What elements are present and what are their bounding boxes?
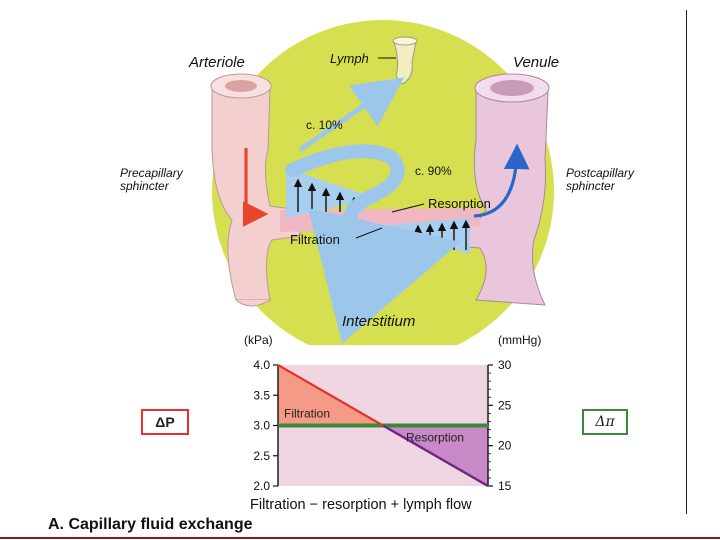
pct10-label: c. 10%: [306, 118, 343, 132]
delta-p-resorption-segment: [382, 424, 489, 488]
precapillary-line-1: Precapillary: [120, 166, 183, 180]
postcapillary-line-2: sphincter: [566, 179, 615, 193]
figure-caption: A. Capillary fluid exchange: [48, 516, 253, 533]
filtration-label: Filtration: [290, 232, 340, 247]
chart-resorption-label: Resorption: [406, 431, 464, 445]
left-tick-label-4: 2.0: [253, 479, 270, 493]
chart-filtration-label: Filtration: [284, 407, 330, 421]
right-tick-label-3: 15: [498, 479, 512, 493]
interstitium-label: Interstitium: [342, 313, 416, 330]
lymph-label: Lymph: [330, 51, 369, 66]
left-tick-label-3: 2.5: [253, 449, 270, 463]
precapillary-line-2: sphincter: [120, 179, 169, 193]
resorption-leader: [391, 203, 425, 213]
resorption-label: Resorption: [428, 196, 491, 211]
filtration-leader: [355, 227, 383, 239]
postcapillary-line-1: Postcapillary: [566, 166, 635, 180]
precapillary-label: Precapillary sphincter: [120, 167, 183, 193]
chart-footer: Filtration − resorption + lymph flow: [250, 497, 472, 513]
postcapillary-label: Postcapillary sphincter: [566, 167, 634, 193]
left-tick-label-1: 3.5: [253, 388, 270, 402]
slide-edge: [686, 10, 687, 514]
right-tick-label-2: 20: [498, 439, 512, 453]
arteriole-vessel: [210, 73, 301, 307]
pressure-chart: 4.0 3.5 3.0 2.5 2.0 30 25 20 15 (kPa) (mmHg) Filtra…: [244, 333, 541, 513]
fluid-loop-arrow: [285, 144, 461, 344]
venous-outflow-arrow: [473, 143, 530, 218]
right-tick-label-1: 25: [498, 398, 512, 412]
venule-label: Venule: [513, 54, 560, 71]
left-tick-label-2: 3.0: [253, 419, 270, 433]
lymph-flow-arrow: [298, 77, 405, 153]
left-unit-label: (kPa): [244, 333, 273, 347]
filtration-wedge: [286, 168, 376, 218]
pct90-label: c. 90%: [415, 164, 452, 178]
arteriole-label: Arteriole: [189, 54, 245, 71]
arterial-inflow-arrow: [242, 148, 269, 227]
right-tick-label-0: 30: [498, 358, 512, 372]
delta-pi-legend: Δπ: [582, 409, 628, 435]
right-unit-label: (mmHg): [498, 333, 541, 347]
bottom-rule: [0, 537, 720, 539]
capillary-diagram: [210, 20, 554, 345]
left-tick-label-0: 4.0: [253, 358, 270, 372]
delta-p-legend: ΔP: [141, 409, 189, 435]
